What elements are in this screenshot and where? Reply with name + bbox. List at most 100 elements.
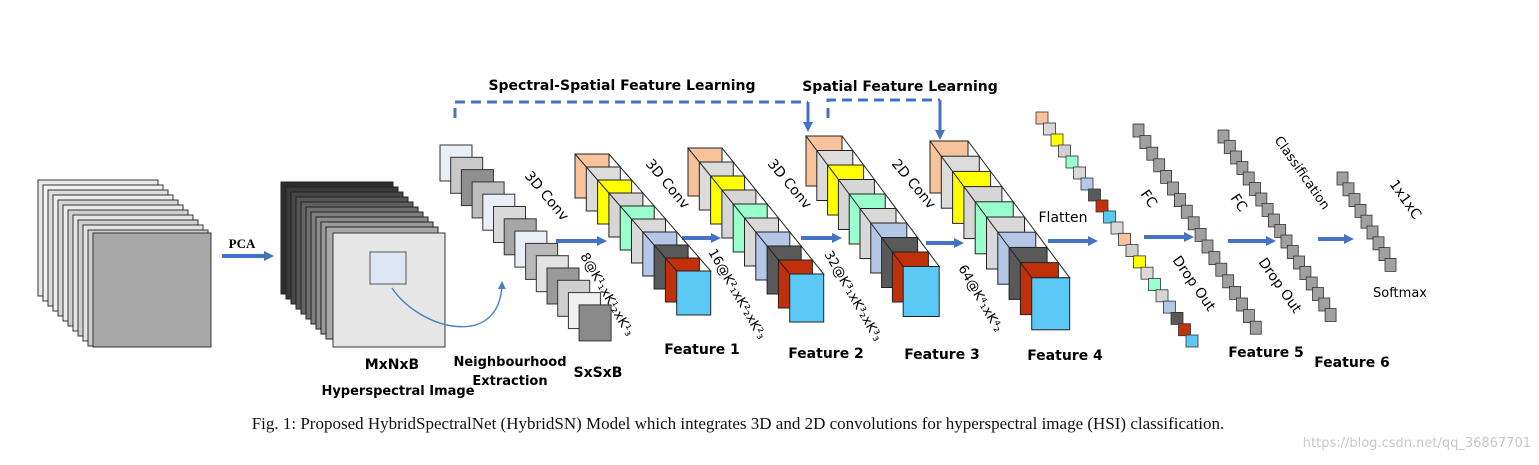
flatten-unit — [1140, 266, 1154, 280]
feature-front-face — [1031, 277, 1071, 331]
fc2-vector — [1217, 129, 1337, 322]
flatten-unit — [1110, 221, 1124, 235]
flatten-unit — [1178, 323, 1191, 337]
input-dims-label: MxNxB — [365, 357, 419, 373]
fc-unit — [1249, 320, 1262, 335]
fc-unit — [1236, 297, 1248, 312]
flatten-unit — [1125, 244, 1139, 258]
fc-unit — [1229, 285, 1241, 300]
reduced-cube — [280, 181, 446, 348]
fc-unit — [1305, 276, 1318, 291]
fc-unit — [1194, 227, 1207, 242]
flatten-unit — [1133, 255, 1146, 269]
neighbourhood-curve — [391, 281, 506, 328]
fc-unit — [1208, 251, 1221, 266]
flatten-unit — [1163, 300, 1176, 314]
feature4-label: Feature 4 — [1027, 348, 1103, 364]
neigh-label-2: Extraction — [472, 374, 547, 389]
patch-dims-label: SxSxB — [574, 365, 623, 381]
fc-unit — [1286, 245, 1299, 259]
fc-unit — [1354, 203, 1367, 218]
fc-unit — [1255, 192, 1268, 207]
fc-unit — [1223, 140, 1236, 154]
fc-unit — [1236, 161, 1249, 175]
fc-unit — [1261, 203, 1274, 217]
fc-unit — [1230, 150, 1242, 165]
fc-unit — [1146, 146, 1159, 161]
input-front-sheet — [92, 232, 212, 348]
fc-unit — [1342, 182, 1355, 197]
fc-unit — [1187, 216, 1200, 231]
fc-unit — [1180, 204, 1193, 219]
spectral-spatial-title: Spectral-Spatial Feature Learning — [488, 78, 755, 94]
patch-slice — [578, 304, 612, 342]
fc-unit — [1242, 171, 1255, 186]
fc-unit — [1243, 309, 1255, 324]
spectral-spatial-bracket — [453, 100, 808, 118]
fc-unit — [1174, 193, 1186, 208]
fc-unit — [1132, 123, 1145, 138]
fc-unit — [1268, 213, 1280, 228]
feature1-block — [573, 153, 712, 316]
softmax-label: Softmax — [1373, 286, 1427, 301]
fc-unit — [1280, 234, 1293, 249]
flatten-unit — [1118, 232, 1131, 246]
fc-unit — [1167, 181, 1179, 196]
fc-unit — [1318, 297, 1331, 312]
pca-label: PCA — [229, 236, 256, 251]
fc-unit — [1217, 129, 1230, 144]
flatten-unit — [1170, 311, 1184, 325]
patch-stack — [439, 144, 612, 342]
feature1-label: Feature 1 — [664, 342, 740, 358]
reduced-front-sheet — [332, 232, 446, 348]
figure-caption: Fig. 1: Proposed HybridSpectralNet (Hybr… — [251, 414, 1225, 433]
fc-unit — [1153, 158, 1166, 173]
output-label: 1x1xC — [1386, 177, 1425, 223]
flatten-label: Flatten — [1039, 210, 1088, 226]
fc-unit — [1348, 193, 1361, 208]
fc-unit — [1215, 262, 1228, 277]
flatten-unit — [1148, 278, 1161, 291]
feature-front-face — [902, 266, 940, 317]
feature3-block — [805, 135, 941, 317]
fc-unit — [1384, 257, 1397, 272]
patch-window — [369, 251, 407, 285]
fc-unit — [1360, 214, 1373, 229]
input-cube — [37, 179, 212, 348]
fc-unit — [1293, 255, 1305, 270]
flatten-unit — [1088, 188, 1101, 202]
neigh-label-1: Neighbourhood — [453, 355, 566, 370]
output-vector — [1336, 171, 1397, 272]
feature2-label: Feature 2 — [788, 346, 864, 362]
fc-unit — [1312, 287, 1324, 301]
flatten-unit — [1043, 122, 1056, 136]
flatten-unit — [1185, 334, 1199, 348]
conv1-label: 3D Conv — [521, 168, 572, 224]
fc-unit — [1139, 135, 1152, 150]
fc-unit — [1201, 239, 1214, 254]
fc-unit — [1336, 171, 1349, 186]
flatten-vector — [1035, 111, 1199, 348]
classification-label: Classification — [1271, 134, 1333, 213]
watermark: https://blog.csdn.net/qq_36867701 — [1302, 436, 1531, 451]
fc1-vector — [1132, 123, 1262, 335]
flatten-unit — [1095, 199, 1109, 213]
feature2-block — [686, 147, 825, 323]
fc-unit — [1366, 225, 1379, 240]
fc1-label: FC — [1137, 187, 1160, 211]
flatten-unit — [1073, 166, 1086, 180]
fc-unit — [1249, 182, 1261, 196]
feature-front-face — [789, 273, 825, 323]
fc-unit — [1372, 236, 1385, 251]
flatten-unit — [1080, 177, 1094, 191]
fc-unit — [1299, 266, 1312, 280]
flatten-unit — [1155, 289, 1169, 303]
conv2-label: 3D Conv — [642, 156, 693, 212]
fc-unit — [1324, 308, 1337, 322]
flatten-unit — [1035, 111, 1049, 125]
flatten-unit — [1103, 210, 1116, 224]
fc2-label: FC — [1227, 191, 1250, 215]
feature3-label: Feature 3 — [904, 347, 980, 363]
fc-unit — [1274, 224, 1287, 238]
